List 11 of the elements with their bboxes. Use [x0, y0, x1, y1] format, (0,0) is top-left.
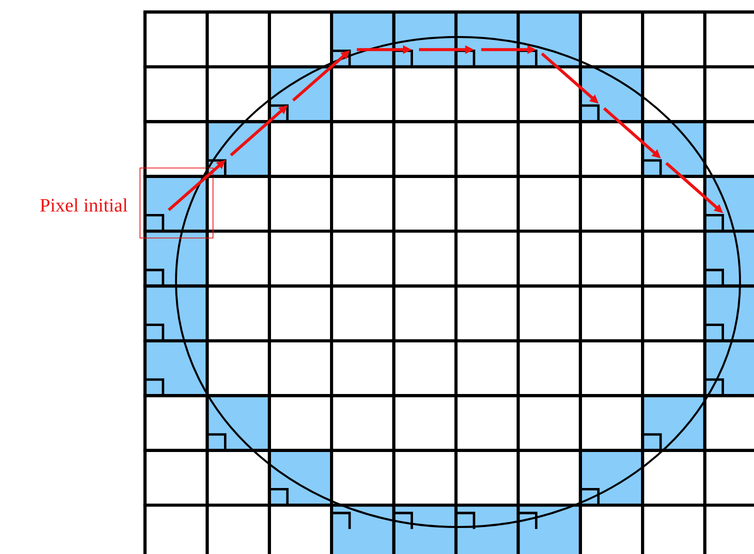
pixel-label: Pixel initial	[40, 198, 128, 212]
pixel-marker	[641, 159, 662, 178]
pixel-marker	[268, 104, 289, 123]
pixel-marker	[517, 50, 538, 68]
pixel-marker	[330, 50, 351, 68]
pixel-marker	[704, 214, 724, 232]
pixel-marker	[454, 50, 476, 68]
pixel-marker	[206, 159, 226, 178]
pixel-marker	[144, 214, 164, 232]
pixel-marker	[392, 50, 413, 68]
pixel-marker	[579, 104, 600, 123]
